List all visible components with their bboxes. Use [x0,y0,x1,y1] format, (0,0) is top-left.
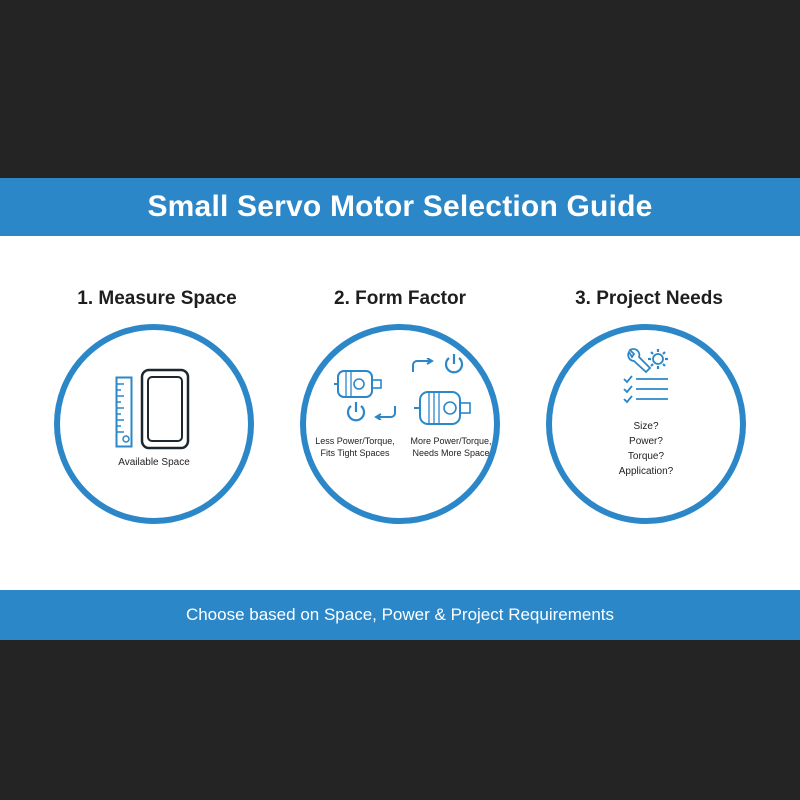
step-2-title: 2. Form Factor [334,288,466,309]
footer-text: Choose based on Space, Power & Project R… [185,605,615,624]
large-motor-icon [414,391,471,425]
arrow-icon [412,358,434,372]
step-1-title: 1. Measure Space [77,288,237,309]
steps-panel: 1. Measure Space Available Space 2. Form… [0,236,800,590]
question-power: Power? [629,436,663,447]
rounded-rectangle-icon [140,368,190,450]
step-2-header: 2. Form Factor [270,288,530,310]
small-motor-caption: Less Power/Torque, Fits Tight Spaces [315,436,395,458]
title-banner: Small Servo Motor Selection Guide [0,178,800,236]
ruler-icon [115,376,133,448]
footer-banner: Choose based on Space, Power & Project R… [0,590,800,640]
step-3-header: 3. Project Needs [519,288,779,310]
step-3-circle: Size? Power? Torque? Application? [546,324,746,524]
step-3-title: 3. Project Needs [575,288,723,309]
step-1-circle: Available Space [54,324,254,524]
available-space-label: Available Space [118,457,190,468]
power-icon [346,402,366,422]
power-icon [444,354,464,374]
question-size: Size? [633,421,659,432]
large-motor-caption: More Power/Torque, Needs More Space [410,436,492,458]
project-questions: Size? Power? Torque? Application? [552,419,740,479]
small-motor-icon [334,370,382,398]
step-2-circle: Less Power/Torque, Fits Tight Spaces Mor… [300,324,500,524]
page-title: Small Servo Motor Selection Guide [147,190,653,223]
arrow-icon [374,406,396,420]
wrench-gear-icon [627,348,668,374]
question-torque: Torque? [627,451,665,462]
step-1-header: 1. Measure Space [27,288,287,310]
checklist-icon [623,375,668,404]
question-application: Application? [618,466,674,477]
